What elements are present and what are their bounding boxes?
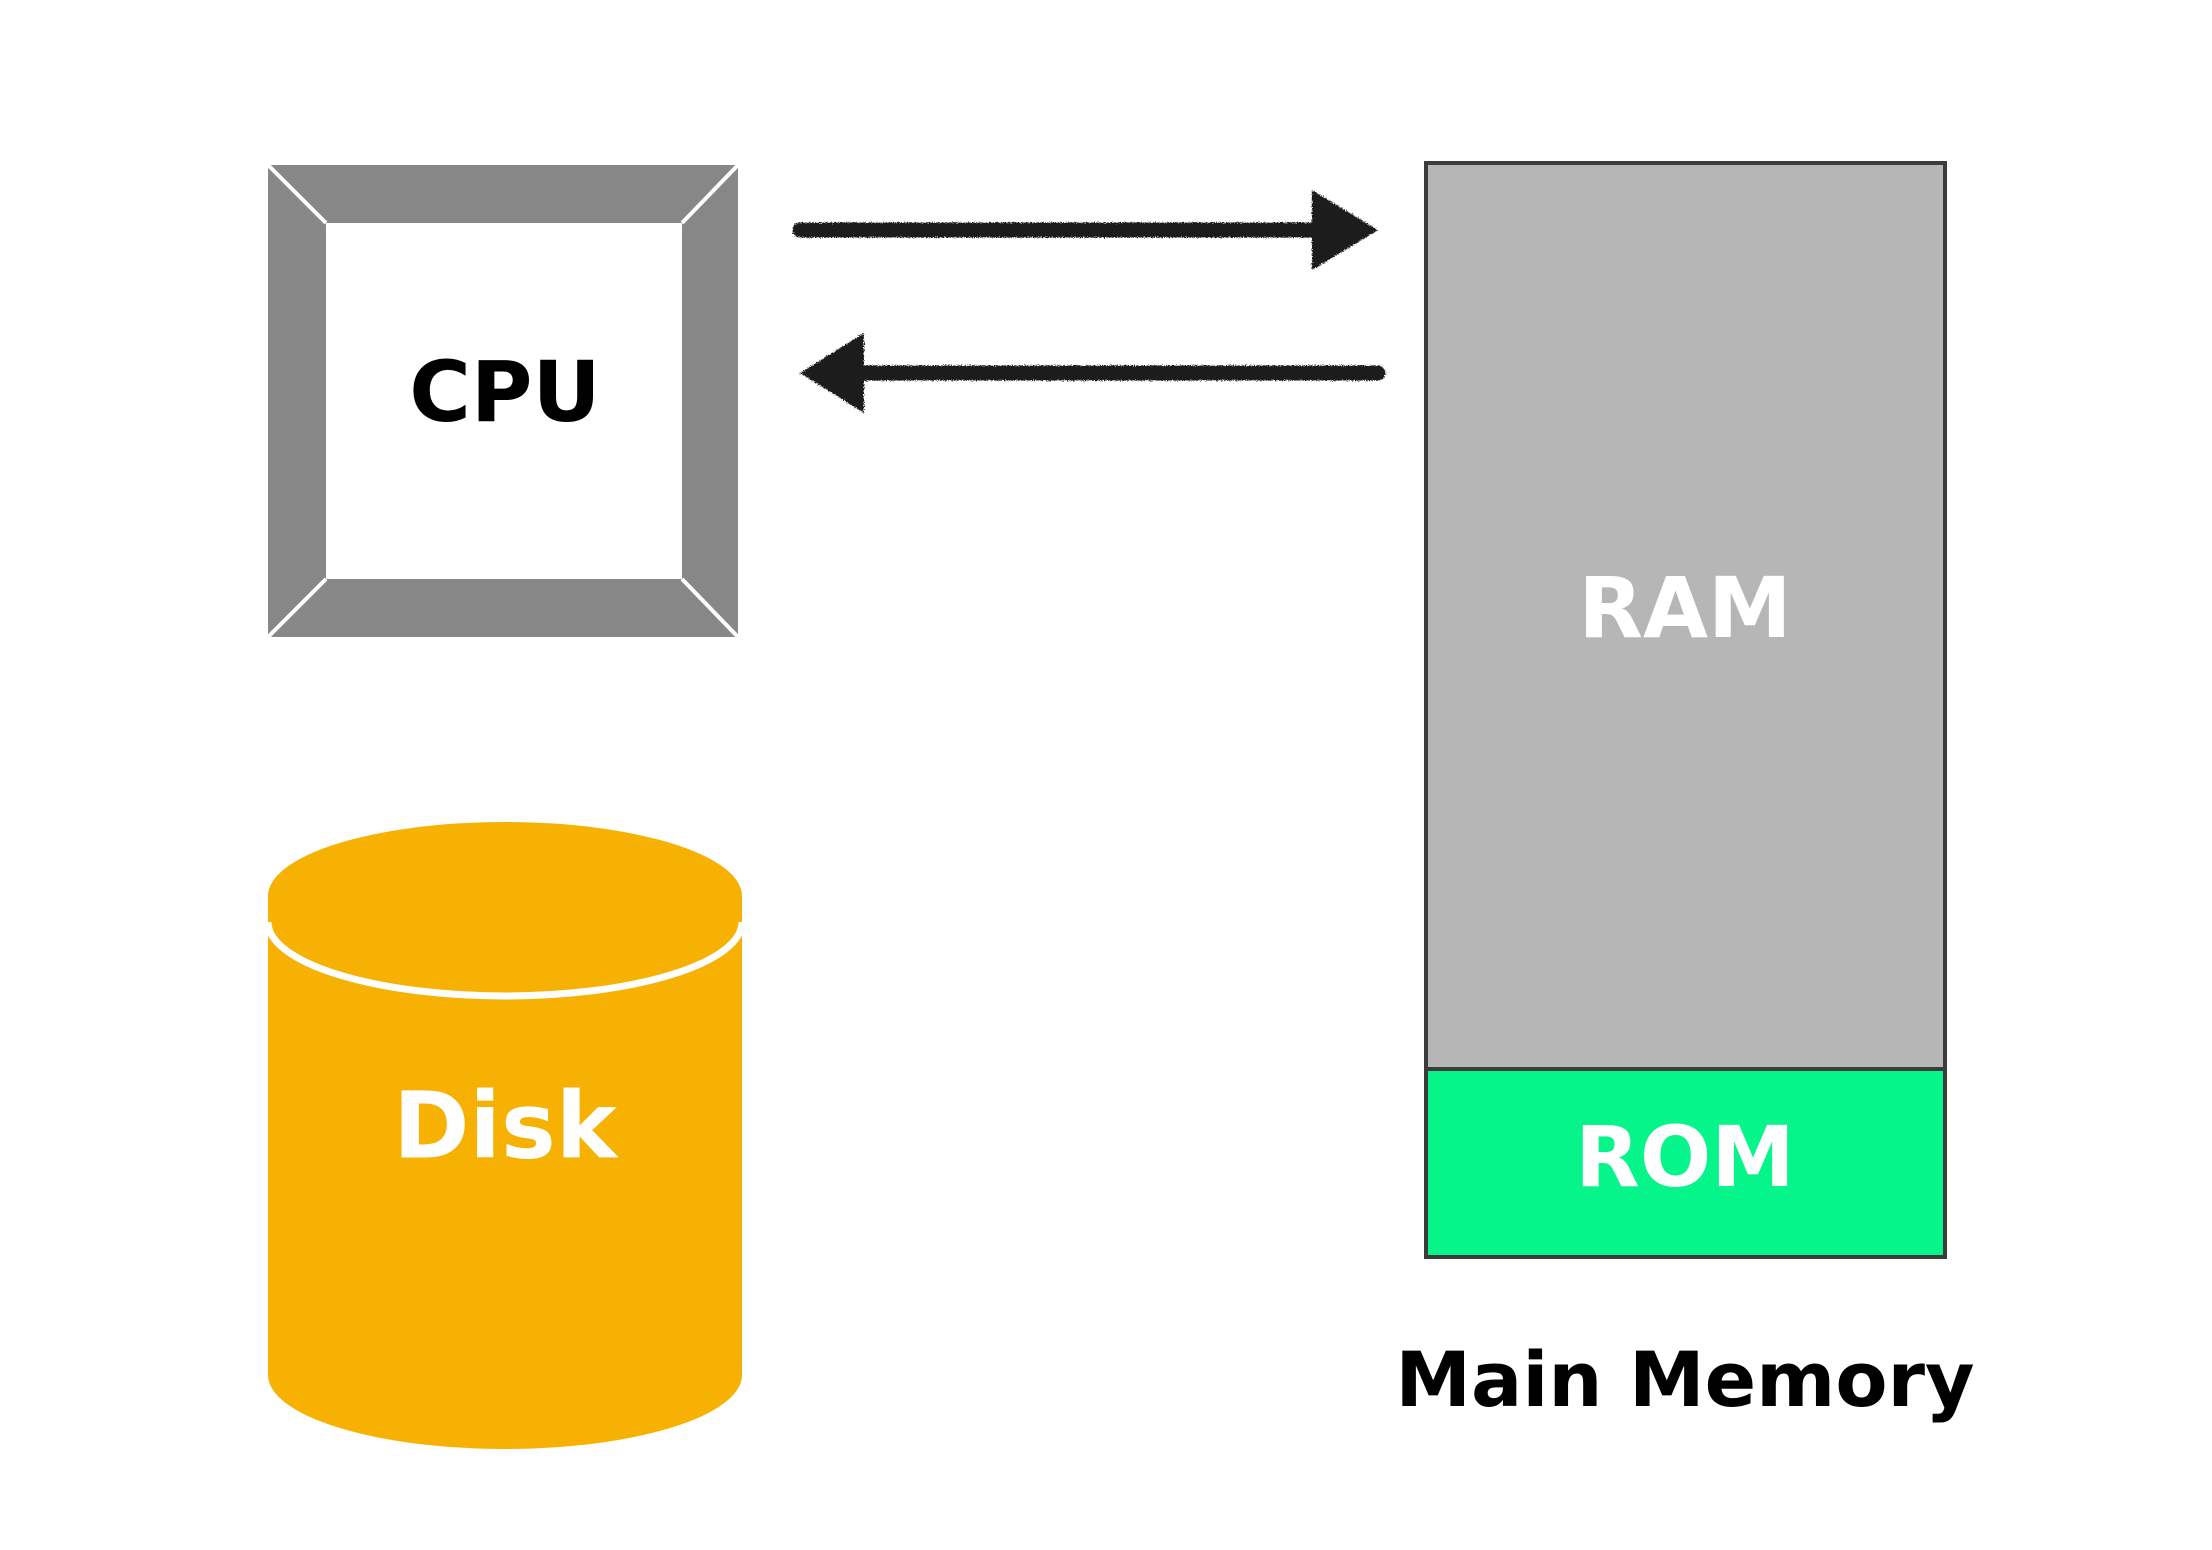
disk-label: Disk bbox=[393, 1072, 619, 1179]
disk-rim-highlight bbox=[264, 921, 746, 1000]
main-memory-block: RAM ROM bbox=[1424, 161, 1947, 1259]
cpu-label: CPU bbox=[409, 343, 600, 441]
cpu-inner-box bbox=[326, 223, 682, 579]
rom-label: ROM bbox=[1575, 1108, 1795, 1206]
rom-block bbox=[1426, 1069, 1945, 1257]
arrow-cpu-to-memory bbox=[792, 190, 1378, 270]
disk-body bbox=[268, 896, 742, 1449]
cpu-bevel-lines bbox=[266, 163, 740, 639]
main-memory-border bbox=[1424, 161, 1947, 1259]
disk-cylinder: Disk bbox=[264, 822, 746, 1449]
main-memory-caption: Main Memory bbox=[1395, 1335, 1974, 1424]
arrow-memory-to-cpu bbox=[800, 333, 1386, 413]
cpu-block: CPU bbox=[266, 163, 740, 639]
disk-top bbox=[268, 822, 742, 970]
ram-block bbox=[1426, 163, 1945, 1069]
ram-label: RAM bbox=[1578, 559, 1791, 657]
